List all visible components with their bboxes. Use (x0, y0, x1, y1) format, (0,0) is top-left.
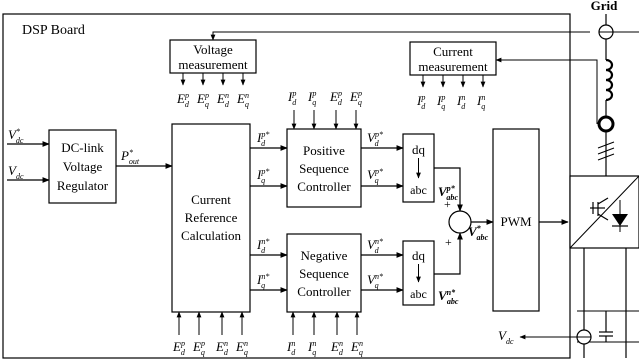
svg-text:Current: Current (433, 44, 473, 59)
vq-neg-ref-label: Vn*q (367, 272, 384, 290)
svg-text:Calculation: Calculation (181, 228, 241, 243)
current-sensor (597, 115, 615, 133)
svg-text:Voltage: Voltage (63, 159, 103, 174)
grid-label: Grid (591, 0, 618, 13)
svg-text:measurement: measurement (418, 59, 488, 74)
pwm-block: PWM (492, 128, 540, 312)
vabc-ref-label: V*abc (468, 224, 489, 242)
dsp-board-title: DSP Board (22, 23, 85, 38)
vdc-ref-label: V*dc (8, 127, 24, 145)
svg-text:Voltage: Voltage (193, 42, 233, 57)
vq-pos-ref-label: Vp*q (367, 167, 384, 185)
svg-text:Sequence: Sequence (299, 266, 349, 281)
p-out-ref-label: P*out (120, 148, 140, 166)
iq-neg-ref-label: In*q (256, 272, 270, 290)
dq-abc-negative-block: dq abc (402, 240, 435, 306)
negative-sequence-controller-block: Negative Sequence Controller (286, 233, 362, 313)
svg-text:abc: abc (410, 287, 427, 301)
plus-sign-top: + (444, 197, 451, 211)
vabc-pos-label: Vp*abc (438, 184, 458, 202)
svg-text:measurement: measurement (178, 57, 248, 72)
svg-text:Controller: Controller (297, 179, 351, 194)
signal-labels: V*dcVdcVdcP*outIp*dIp*qIn*dIn*qVp*dVp*qV… (8, 89, 514, 357)
id-pos-ref-label: Ip*d (256, 130, 270, 148)
vd-neg-ref-label: Vn*d (367, 237, 384, 255)
vdc-label: Vdc (8, 163, 24, 181)
svg-text:Positive: Positive (303, 143, 345, 158)
svg-text:dq: dq (412, 142, 426, 157)
svg-text:Controller: Controller (297, 284, 351, 299)
svg-text:Current: Current (191, 192, 231, 207)
inductor (605, 58, 614, 102)
svg-text:DC-link: DC-link (61, 140, 104, 155)
dc-link-voltage-regulator-block: DC-link Voltage Regulator (48, 129, 117, 204)
vabc-neg-label: Vn*abc (438, 288, 459, 306)
svg-text:Reference: Reference (185, 210, 238, 225)
iq-pos-ref-label: Ip*q (256, 167, 270, 185)
svg-text:PWM: PWM (500, 214, 532, 229)
svg-text:abc: abc (410, 183, 427, 197)
current-reference-calculation-block: Current Reference Calculation (171, 123, 251, 313)
plus-sign-bottom: + (445, 235, 452, 249)
signal-wires (7, 31, 598, 340)
svg-text:dq: dq (412, 248, 426, 263)
voltage-measurement-block: Voltage measurement (169, 39, 257, 74)
svg-text:Negative: Negative (301, 248, 348, 263)
id-neg-ref-label: In*d (256, 237, 270, 255)
svg-text:Regulator: Regulator (57, 178, 109, 193)
vdc-output-label: Vdc (498, 328, 514, 346)
vd-pos-ref-label: Vp*d (367, 130, 384, 148)
dq-abc-positive-block: dq abc (402, 133, 435, 203)
positive-sequence-controller-block: Positive Sequence Controller (286, 128, 362, 208)
power-circuit (569, 14, 639, 358)
current-measurement-block: Current measurement (409, 41, 497, 76)
svg-text:Sequence: Sequence (299, 161, 349, 176)
